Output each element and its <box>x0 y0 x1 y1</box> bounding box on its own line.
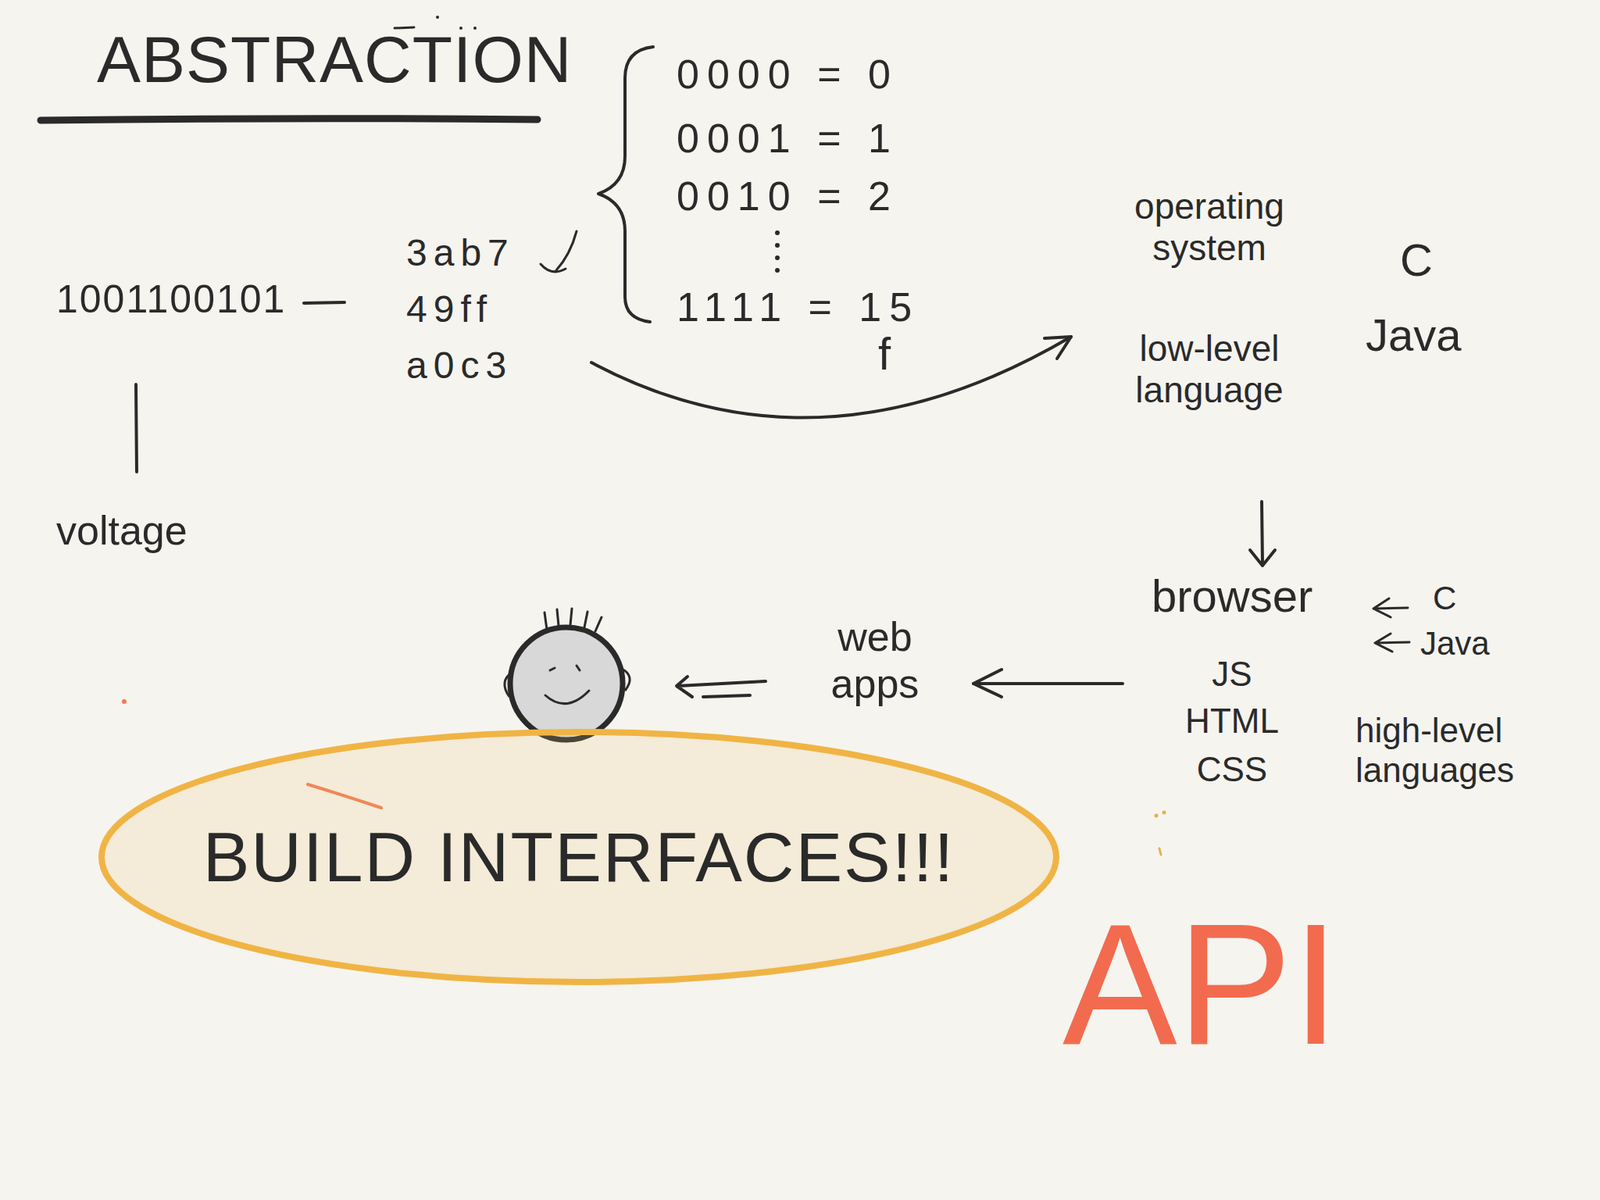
speck <box>1154 814 1159 818</box>
note-label: HTML <box>1161 701 1303 742</box>
small-arrow <box>1375 633 1410 652</box>
ellipsis-dot <box>775 255 780 261</box>
note-label: voltage <box>56 507 188 555</box>
down-arrow <box>1261 501 1263 565</box>
note-label: high-level languages <box>1355 710 1536 790</box>
title-underline <box>40 118 538 121</box>
speck <box>1159 848 1161 855</box>
arrowhead <box>973 669 1002 697</box>
sketch-strokes <box>40 15 1410 855</box>
small-arrow <box>1373 598 1408 618</box>
note-label: 0010 = 2 <box>676 173 899 221</box>
note-label: C <box>1432 579 1457 618</box>
ellipsis-dot <box>775 267 780 273</box>
left-arrow <box>676 676 766 697</box>
smile <box>545 690 590 704</box>
eyes <box>550 665 580 671</box>
diagram-title: ABSTRACTION <box>96 26 572 93</box>
highlight-ellipse: BUILD INTERFACES!!! <box>96 727 1061 987</box>
arrowhead <box>1250 550 1275 566</box>
curved-arrow <box>591 336 1072 418</box>
note-label: 1001100101 <box>56 277 286 323</box>
note-label: web apps <box>804 614 946 708</box>
dash-line <box>303 302 345 304</box>
note-label: 0000 = 0 <box>676 51 899 99</box>
note-label: 49ff <box>406 287 493 331</box>
note-label: 0001 = 1 <box>676 115 899 163</box>
ellipsis-dot <box>775 242 780 248</box>
note-label: browser <box>1151 570 1313 623</box>
ellipse-text: BUILD INTERFACES!!! <box>203 818 956 896</box>
title-dot <box>435 15 440 19</box>
note-label: low-level language <box>1107 328 1311 411</box>
note-label: 1111 = 15 <box>676 284 920 332</box>
curly-pointer <box>540 231 577 272</box>
note-label: Java <box>1365 309 1462 362</box>
ellipsis-dot <box>775 230 780 236</box>
note-label: a0c3 <box>406 343 513 387</box>
api-label: API <box>1062 898 1340 1071</box>
note-label: Java <box>1420 625 1490 663</box>
note-label: JS <box>1161 654 1303 695</box>
note-label: C <box>1400 234 1433 287</box>
ellipse-shape <box>101 732 1057 983</box>
arrowhead <box>1044 336 1072 359</box>
curly-brace <box>598 46 654 322</box>
note-label: CSS <box>1161 750 1303 790</box>
note-label: 3ab7 <box>406 231 515 275</box>
vertical-line <box>135 384 137 472</box>
note-label: operating system <box>1107 185 1311 269</box>
note-label: f <box>878 328 891 381</box>
speck <box>121 699 127 704</box>
head <box>510 627 623 740</box>
speck <box>1162 810 1167 815</box>
smiley-face <box>504 608 630 740</box>
left-arrow <box>973 682 1123 686</box>
